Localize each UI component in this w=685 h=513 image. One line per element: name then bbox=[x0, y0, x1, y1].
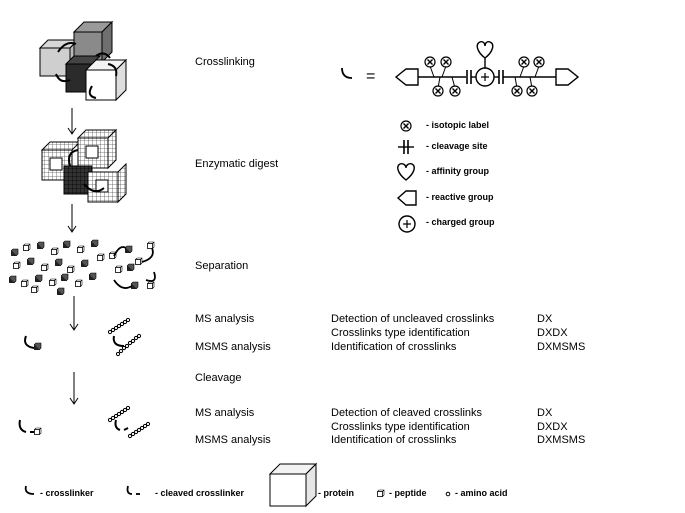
uncleaved-row-1-code: DX bbox=[537, 313, 553, 325]
crosslinker-structure bbox=[341, 41, 580, 97]
cleaved-row-1-method: MS analysis bbox=[195, 407, 255, 419]
step-separation: Separation bbox=[195, 260, 249, 272]
step-cleavage: Cleavage bbox=[195, 372, 242, 384]
cleaved-row-3-description: Identification of crosslinks bbox=[331, 434, 457, 446]
uncleaved-row-3-method: MSMS analysis bbox=[195, 341, 271, 353]
step-enzymatic-digest: Enzymatic digest bbox=[195, 158, 279, 170]
cleaved-crosslink-illustration bbox=[18, 405, 151, 439]
cleavage-site-icon bbox=[398, 140, 414, 154]
uncleaved-row-1-description: Detection of uncleaved crosslinks bbox=[331, 313, 495, 325]
legend-peptide: - peptide bbox=[389, 488, 427, 498]
cleaved-row-3-code: DXMSMS bbox=[537, 434, 586, 446]
isotopic-label-icon bbox=[400, 120, 412, 132]
crosslinked-proteins-illustration bbox=[38, 20, 128, 102]
legend-crosslinker: - crosslinker bbox=[40, 488, 94, 498]
flow-arrows bbox=[67, 108, 79, 405]
uncleaved-row-3-description: Identification of crosslinks bbox=[331, 341, 457, 353]
cleaved-row-3-method: MSMS analysis bbox=[195, 434, 271, 446]
separated-peptides-illustration bbox=[9, 239, 156, 295]
legend-cleaved-crosslinker: - cleaved crosslinker bbox=[155, 488, 245, 498]
cleaved-row-1-code: DX bbox=[537, 407, 553, 419]
digested-proteins-illustration bbox=[40, 128, 127, 204]
peptide-icon bbox=[377, 489, 385, 497]
cleaved-row-2-code: DXDX bbox=[537, 421, 568, 433]
step-crosslinking: Crosslinking bbox=[195, 56, 255, 68]
legend-charged-group: - charged group bbox=[426, 217, 495, 227]
legend-affinity-group: - affinity group bbox=[426, 166, 489, 176]
charged-group-icon bbox=[398, 215, 416, 233]
uncleaved-row-2-description: Crosslinks type identification bbox=[331, 327, 470, 339]
legend-amino-acid: - amino acid bbox=[455, 488, 508, 498]
crosslinker-icon bbox=[24, 485, 35, 495]
legend-cleavage-site: - cleavage site bbox=[426, 141, 488, 151]
affinity-group-icon bbox=[397, 163, 415, 181]
reactive-group-icon bbox=[396, 190, 417, 206]
cleaved-row-2-description: Crosslinks type identification bbox=[331, 421, 470, 433]
cleaved-crosslinker-icon bbox=[126, 485, 140, 495]
uncleaved-row-2-code: DXDX bbox=[537, 327, 568, 339]
equals-sign: = bbox=[366, 68, 376, 85]
uncleaved-row-1-method: MS analysis bbox=[195, 313, 255, 325]
legend-reactive-group: - reactive group bbox=[426, 192, 494, 202]
uncleaved-row-3-code: DXMSMS bbox=[537, 341, 586, 353]
legend-isotopic-label: - isotopic label bbox=[426, 120, 490, 130]
protein-icon bbox=[268, 462, 318, 508]
legend-protein: - protein bbox=[318, 488, 354, 498]
amino-acid-icon bbox=[445, 491, 451, 497]
uncleaved-crosslink-illustration bbox=[24, 317, 142, 357]
cleaved-row-1-description: Detection of cleaved crosslinks bbox=[331, 407, 483, 419]
